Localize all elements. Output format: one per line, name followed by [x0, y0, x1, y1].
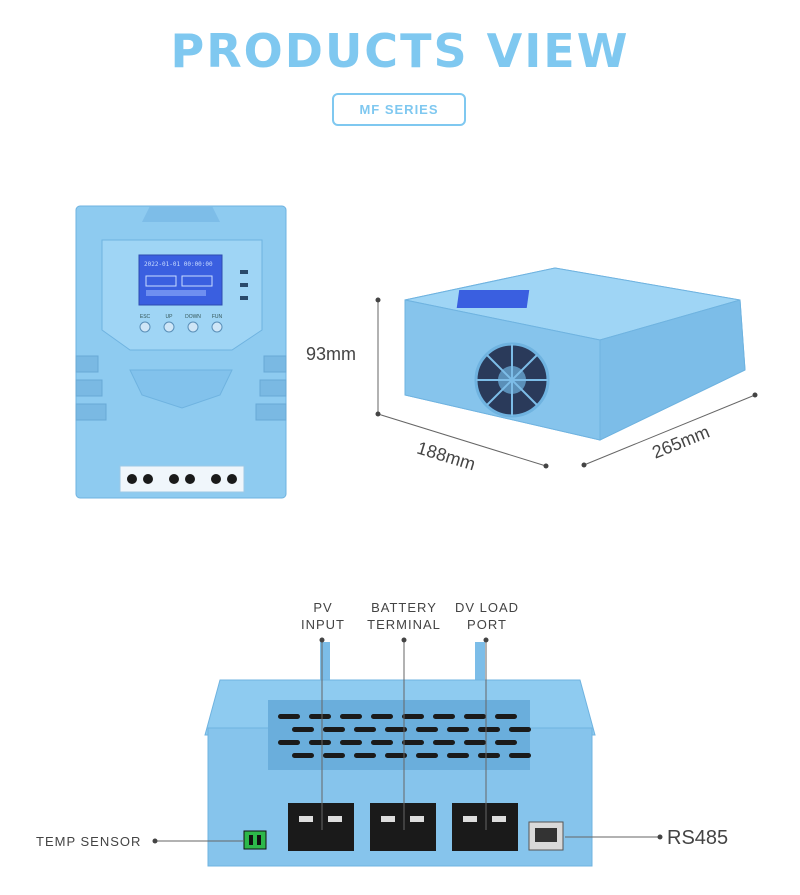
dv-load-port [452, 803, 518, 851]
vent-slot [478, 727, 500, 732]
vent-slot [478, 753, 500, 758]
vent-slot [309, 740, 331, 745]
vent-slot [416, 753, 438, 758]
lcd-screen [138, 254, 223, 306]
vent-slot [509, 753, 531, 758]
vent-slot [385, 727, 407, 732]
led-2 [240, 283, 248, 287]
button-label-esc: ESC [140, 314, 151, 320]
front-chevron [129, 369, 233, 409]
vent-slot [323, 727, 345, 732]
vent-slot [464, 714, 486, 719]
battery-terminal-port [370, 803, 436, 851]
front-buttons [139, 321, 223, 333]
vent-slot [278, 740, 300, 745]
vent-slot [495, 740, 517, 745]
vent-slot [340, 714, 362, 719]
vent-slot [447, 727, 469, 732]
vent-slot [402, 714, 424, 719]
vent-slot [433, 714, 455, 719]
vent-slot [340, 740, 362, 745]
button-label-down: DOWN [185, 314, 201, 320]
button-label-fun: FUN [212, 314, 223, 320]
vent-slot [323, 753, 345, 758]
vent-slot [509, 727, 531, 732]
iso-view-image [404, 267, 746, 441]
vent-slot [447, 753, 469, 758]
fun-button [211, 321, 223, 333]
vent-slot [433, 740, 455, 745]
esc-button [139, 321, 151, 333]
rs485-label: RS485 [667, 827, 729, 849]
vent-slot [354, 753, 376, 758]
led-1 [240, 270, 248, 274]
vent-slot [371, 714, 393, 719]
battery-terminal-label: BATTERY TERMINAL [367, 600, 441, 632]
button-label-up: UP [166, 314, 174, 320]
vent-slot [464, 740, 486, 745]
vent-slot [278, 714, 300, 719]
vent-slot [292, 727, 314, 732]
down-button [187, 321, 199, 333]
vent-slot [309, 714, 331, 719]
vent-slot [416, 727, 438, 732]
pv-input-label: PV INPUT [301, 600, 345, 632]
series-badge: MF SERIES [332, 93, 466, 126]
vent-slot [354, 727, 376, 732]
vent-slot [495, 714, 517, 719]
page-title: PRODUCTS VIEW [170, 24, 630, 78]
front-terminal-strip [119, 465, 245, 493]
dv-load-port-label: DV LOAD PORT [454, 600, 520, 632]
up-button [163, 321, 175, 333]
lcd-text: 2022-01-01 00:00:00 [144, 261, 213, 268]
vent-slot [385, 753, 407, 758]
bottom-view-image [204, 642, 596, 867]
vent-slot [371, 740, 393, 745]
vent-slot [292, 753, 314, 758]
temp-sensor-label: TEMP SENSOR [36, 834, 142, 849]
vent-slot [402, 740, 424, 745]
front-top-tab [142, 206, 220, 222]
temp-sensor-port [243, 830, 267, 850]
led-3 [240, 296, 248, 300]
height-dimension: 93mm [306, 344, 357, 364]
pv-input-port [288, 803, 354, 851]
